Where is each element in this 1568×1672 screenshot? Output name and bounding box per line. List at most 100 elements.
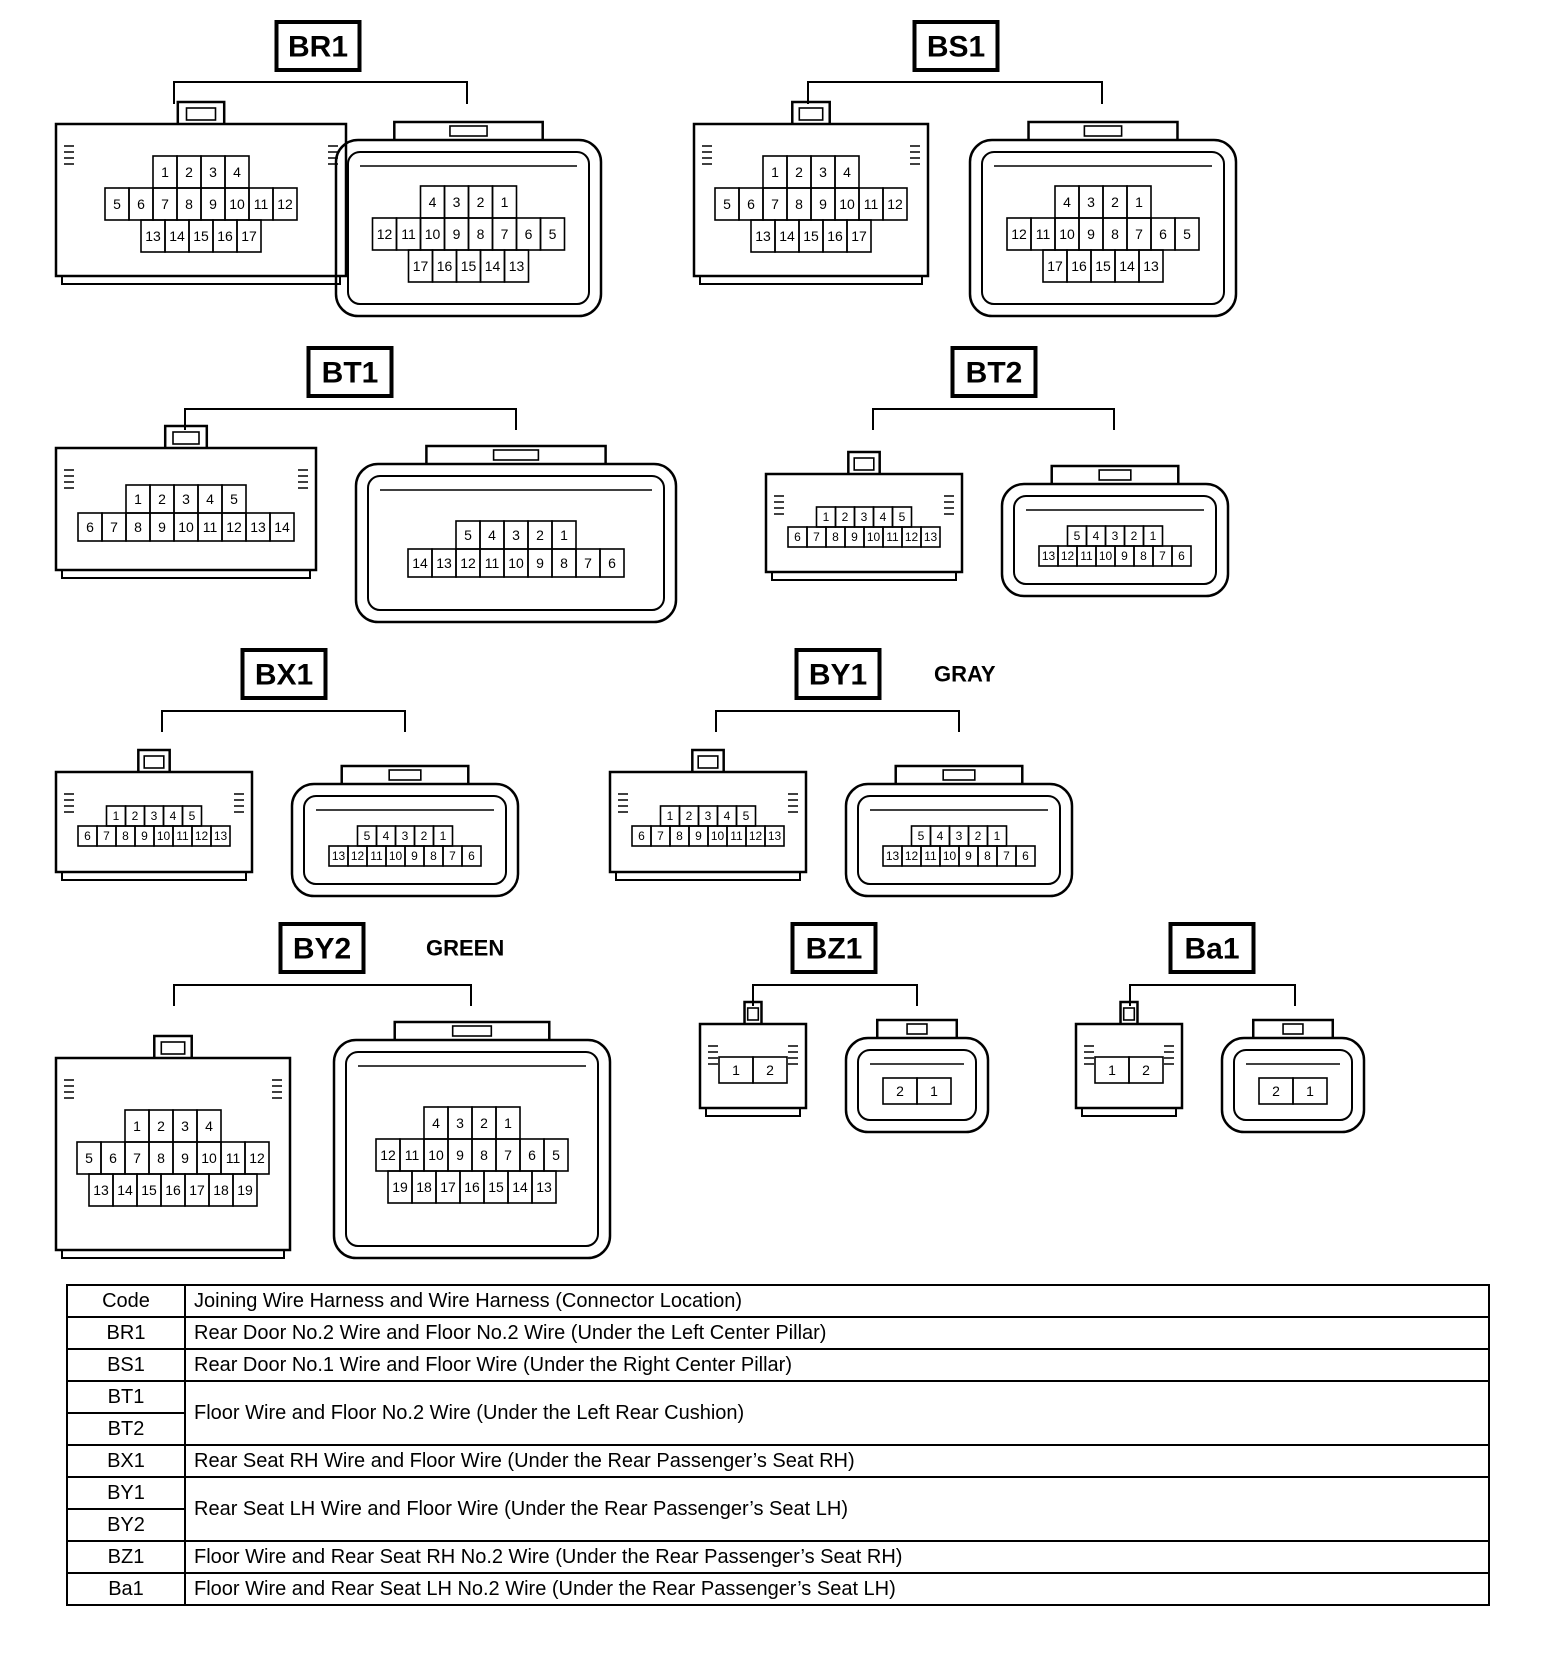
connector-housing bbox=[844, 782, 1074, 898]
connector-base bbox=[615, 872, 801, 881]
female-pin-label: 18 bbox=[213, 1182, 229, 1198]
male-cavity-5 bbox=[1174, 217, 1200, 251]
female-pin-label: 4 bbox=[233, 164, 241, 180]
bracket-line bbox=[872, 408, 1115, 430]
female-pin-label: 13 bbox=[924, 530, 938, 544]
lock-tab bbox=[163, 424, 209, 448]
female-pin-label: 17 bbox=[241, 228, 257, 244]
lock-latch bbox=[1122, 1007, 1136, 1021]
male-pin-label: 9 bbox=[456, 1147, 464, 1163]
male-pin-label: 16 bbox=[437, 258, 453, 274]
male-pin-label: 11 bbox=[370, 849, 383, 863]
connector-inner-wall bbox=[857, 1049, 977, 1121]
male-pin-label: 13 bbox=[536, 1179, 552, 1195]
connector-housing bbox=[54, 1056, 292, 1252]
male-pin-label: 1 bbox=[504, 1115, 512, 1131]
male-pin-label: 9 bbox=[453, 226, 461, 242]
male-pin-label: 6 bbox=[1178, 549, 1185, 563]
female-pin-label: 1 bbox=[113, 809, 120, 823]
female-pin-label: 11 bbox=[176, 829, 189, 843]
male-pin-label: 1 bbox=[930, 1083, 938, 1099]
male-pin-label: 3 bbox=[453, 194, 461, 210]
female-cavity-2 bbox=[752, 1056, 788, 1084]
male-cavity-13 bbox=[531, 1170, 557, 1204]
connector-code-cell: BT2 bbox=[66, 1412, 186, 1446]
male-pin-label: 5 bbox=[552, 1147, 560, 1163]
female-pin-label: 4 bbox=[724, 809, 731, 823]
code-label-box bbox=[790, 922, 878, 974]
male-pin-label: 2 bbox=[1272, 1083, 1280, 1099]
female-pin-label: 9 bbox=[158, 519, 166, 535]
lock-latch bbox=[942, 769, 976, 781]
connector-housing bbox=[608, 770, 808, 874]
female-pin-label: 7 bbox=[103, 829, 110, 843]
female-pin-label: 1 bbox=[134, 491, 142, 507]
male-pin-label: 17 bbox=[1047, 258, 1063, 274]
connector-location-cell: Floor Wire and Rear Seat RH No.2 Wire (U… bbox=[184, 1540, 1490, 1574]
female-pin-label: 4 bbox=[205, 1118, 213, 1134]
connector-housing bbox=[54, 122, 348, 278]
female-pin-label: 3 bbox=[861, 510, 868, 524]
female-pin-label: 8 bbox=[185, 196, 193, 212]
female-pin-label: 6 bbox=[638, 829, 645, 843]
male-cavity-6 bbox=[1171, 545, 1192, 567]
code-label: BY2 bbox=[293, 933, 351, 966]
male-pin-label: 3 bbox=[1087, 194, 1095, 210]
male-pin-label: 7 bbox=[1003, 849, 1010, 863]
male-pin-label: 12 bbox=[351, 849, 365, 863]
code-label-box bbox=[912, 20, 1000, 72]
female-pin-label: 13 bbox=[755, 228, 771, 244]
male-pin-label: 10 bbox=[389, 849, 403, 863]
connector-housing bbox=[290, 782, 520, 898]
code-label: BT2 bbox=[966, 357, 1023, 390]
female-pin-label: 1 bbox=[771, 164, 779, 180]
male-pin-label: 13 bbox=[1042, 549, 1056, 563]
male-pin-label: 9 bbox=[536, 555, 544, 571]
female-pin-label: 2 bbox=[686, 809, 693, 823]
male-pin-label: 1 bbox=[1306, 1083, 1314, 1099]
connector-base bbox=[699, 276, 923, 285]
connector-housing bbox=[1000, 482, 1230, 598]
female-pin-label: 13 bbox=[250, 519, 266, 535]
male-pin-label: 2 bbox=[1131, 529, 1138, 543]
bracket-line bbox=[161, 710, 406, 732]
male-pin-label: 2 bbox=[1111, 194, 1119, 210]
male-pin-label: 8 bbox=[1111, 226, 1119, 242]
female-pin-label: 11 bbox=[730, 829, 743, 843]
connector-housing bbox=[764, 472, 964, 574]
female-pin-label: 13 bbox=[214, 829, 228, 843]
male-pin-label: 2 bbox=[536, 527, 544, 543]
male-pin-label: 13 bbox=[886, 849, 900, 863]
female-pin-label: 1 bbox=[667, 809, 674, 823]
male-pin-label: 7 bbox=[584, 555, 592, 571]
female-pin-label: 2 bbox=[158, 491, 166, 507]
female-pin-label: 8 bbox=[157, 1150, 165, 1166]
female-pin-label: 7 bbox=[110, 519, 118, 535]
connector-housing bbox=[1074, 1022, 1184, 1110]
connector-housing bbox=[844, 1036, 990, 1134]
male-pin-label: 6 bbox=[525, 226, 533, 242]
lock-latch bbox=[492, 449, 540, 461]
male-pin-label: 4 bbox=[937, 829, 944, 843]
connector-housing bbox=[54, 770, 254, 874]
female-pin-label: 9 bbox=[851, 530, 858, 544]
color-label: GREEN bbox=[426, 936, 504, 961]
connector-code-cell: BT1 bbox=[66, 1380, 186, 1414]
lock-hood bbox=[1251, 1018, 1335, 1038]
lock-latch bbox=[388, 769, 422, 781]
lock-hood bbox=[425, 444, 607, 464]
female-pin-label: 2 bbox=[795, 164, 803, 180]
female-pin-label: 1 bbox=[133, 1118, 141, 1134]
female-pin-label: 6 bbox=[86, 519, 94, 535]
connector-housing bbox=[1220, 1036, 1366, 1134]
code-label-box bbox=[278, 922, 366, 974]
location-header: Joining Wire Harness and Wire Harness (C… bbox=[184, 1284, 1490, 1318]
